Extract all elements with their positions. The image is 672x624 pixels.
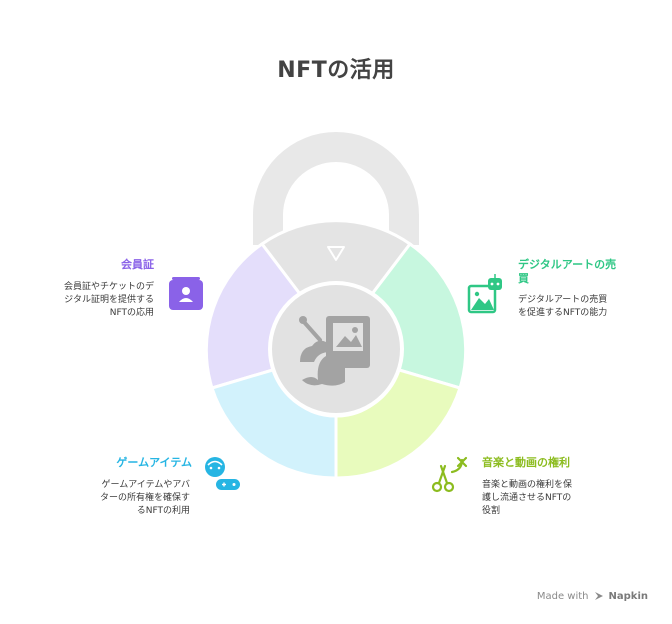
napkin-watermark[interactable]: Made with Napkin	[537, 590, 648, 602]
segment-membership-description: 会員証やチケットのデ ジタル証明を提供する NFTの応用	[63, 282, 154, 318]
image-robot-icon	[467, 274, 502, 314]
triangle-down-icon	[327, 246, 345, 261]
segment-music-video-description: 音楽と動画の権利を保 護し流通させるNFTの 役割	[482, 480, 573, 516]
elephant-art-icon	[299, 316, 370, 386]
watermark-prefix: Made with	[536, 590, 589, 602]
page-title: NFTの活用	[277, 58, 395, 83]
id-card-icon	[169, 277, 203, 310]
watermark-brand: Napkin	[608, 590, 648, 602]
scissors-music-icon	[431, 456, 468, 493]
segment-game-items-title: ゲームアイテム	[116, 456, 192, 469]
segment-digital-art-title: デジタルアートの売 買	[518, 258, 617, 285]
padlock-shackle	[253, 132, 419, 245]
segment-membership-title: 会員証	[121, 258, 154, 271]
segment-digital-art-description: デジタルアートの売買 を促進するNFTの能力	[518, 295, 608, 318]
segment-game-items-description: ゲームアイテムやアバ ターの所有権を確保す るNFTの利用	[99, 480, 190, 516]
napkin-logo-icon	[594, 592, 603, 600]
gamer-controller-icon	[205, 457, 240, 490]
segment-music-video-title: 音楽と動画の権利	[482, 456, 570, 469]
